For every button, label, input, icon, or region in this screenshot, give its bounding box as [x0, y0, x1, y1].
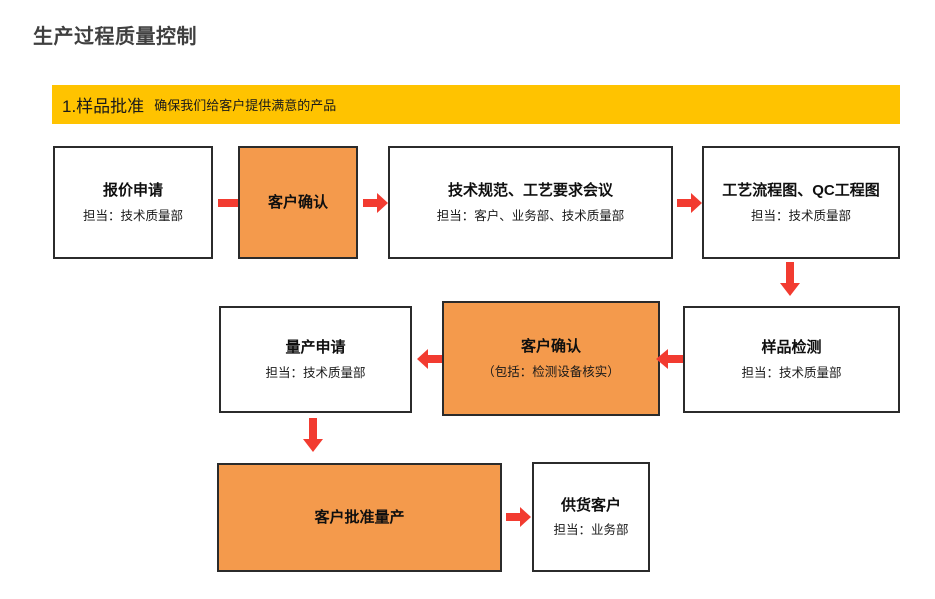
node-title: 样品检测	[761, 339, 822, 357]
node-subtitle: 担当：业务部	[553, 523, 629, 538]
arrow-right-icon-3	[677, 192, 703, 214]
node-title: 工艺流程图、QC工程图	[722, 182, 880, 200]
arrow-right-icon-2	[363, 192, 389, 214]
node-subtitle: 担当：客户、业务部、技术质量部	[436, 208, 625, 223]
flow-node-customer-confirm-1[interactable]: 客户确认	[238, 146, 358, 259]
node-title: 技术规范、工艺要求会议	[447, 182, 613, 200]
node-title: 供货客户	[560, 496, 621, 514]
flow-node-supply-customer[interactable]: 供货客户 担当：业务部	[532, 462, 650, 572]
node-title: 客户确认	[520, 338, 581, 356]
flow-node-customer-approve-mass-production[interactable]: 客户批准量产	[217, 463, 502, 572]
node-title: 量产申请	[285, 339, 346, 357]
arrow-left-icon-2	[655, 348, 683, 370]
node-subtitle: 担当：技术质量部	[82, 208, 183, 223]
page-title: 生产过程质量控制	[33, 26, 197, 48]
flow-node-process-flow-qc-chart[interactable]: 工艺流程图、QC工程图 担当：技术质量部	[702, 146, 900, 259]
section-banner: 1.样品批准 确保我们给客户提供满意的产品	[52, 85, 900, 124]
node-subtitle: 担当：技术质量部	[265, 365, 366, 380]
arrow-down-icon-1	[779, 262, 801, 297]
node-title: 客户确认	[267, 193, 328, 211]
node-title: 客户批准量产	[314, 508, 405, 526]
section-number-label: 1.样品批准	[62, 97, 145, 116]
node-subtitle: 担当：技术质量部	[741, 365, 842, 380]
flow-node-quote-request[interactable]: 报价申请 担当：技术质量部	[53, 146, 213, 259]
node-title: 报价申请	[102, 182, 163, 200]
arrow-down-icon-2	[302, 418, 324, 453]
flow-node-customer-confirm-2[interactable]: 客户确认 （包括：检测设备核实）	[442, 301, 660, 416]
arrow-left-icon-1	[416, 348, 442, 370]
flow-node-spec-meeting[interactable]: 技术规范、工艺要求会议 担当：客户、业务部、技术质量部	[388, 146, 673, 259]
arrow-right-icon-4	[506, 506, 532, 528]
node-subtitle: 担当：技术质量部	[750, 208, 851, 223]
flow-node-sample-inspection[interactable]: 样品检测 担当：技术质量部	[683, 306, 900, 413]
node-subtitle: （包括：检测设备核实）	[482, 364, 620, 379]
flow-node-mass-production-request[interactable]: 量产申请 担当：技术质量部	[219, 306, 412, 413]
section-subtitle: 确保我们给客户提供满意的产品	[154, 98, 337, 113]
